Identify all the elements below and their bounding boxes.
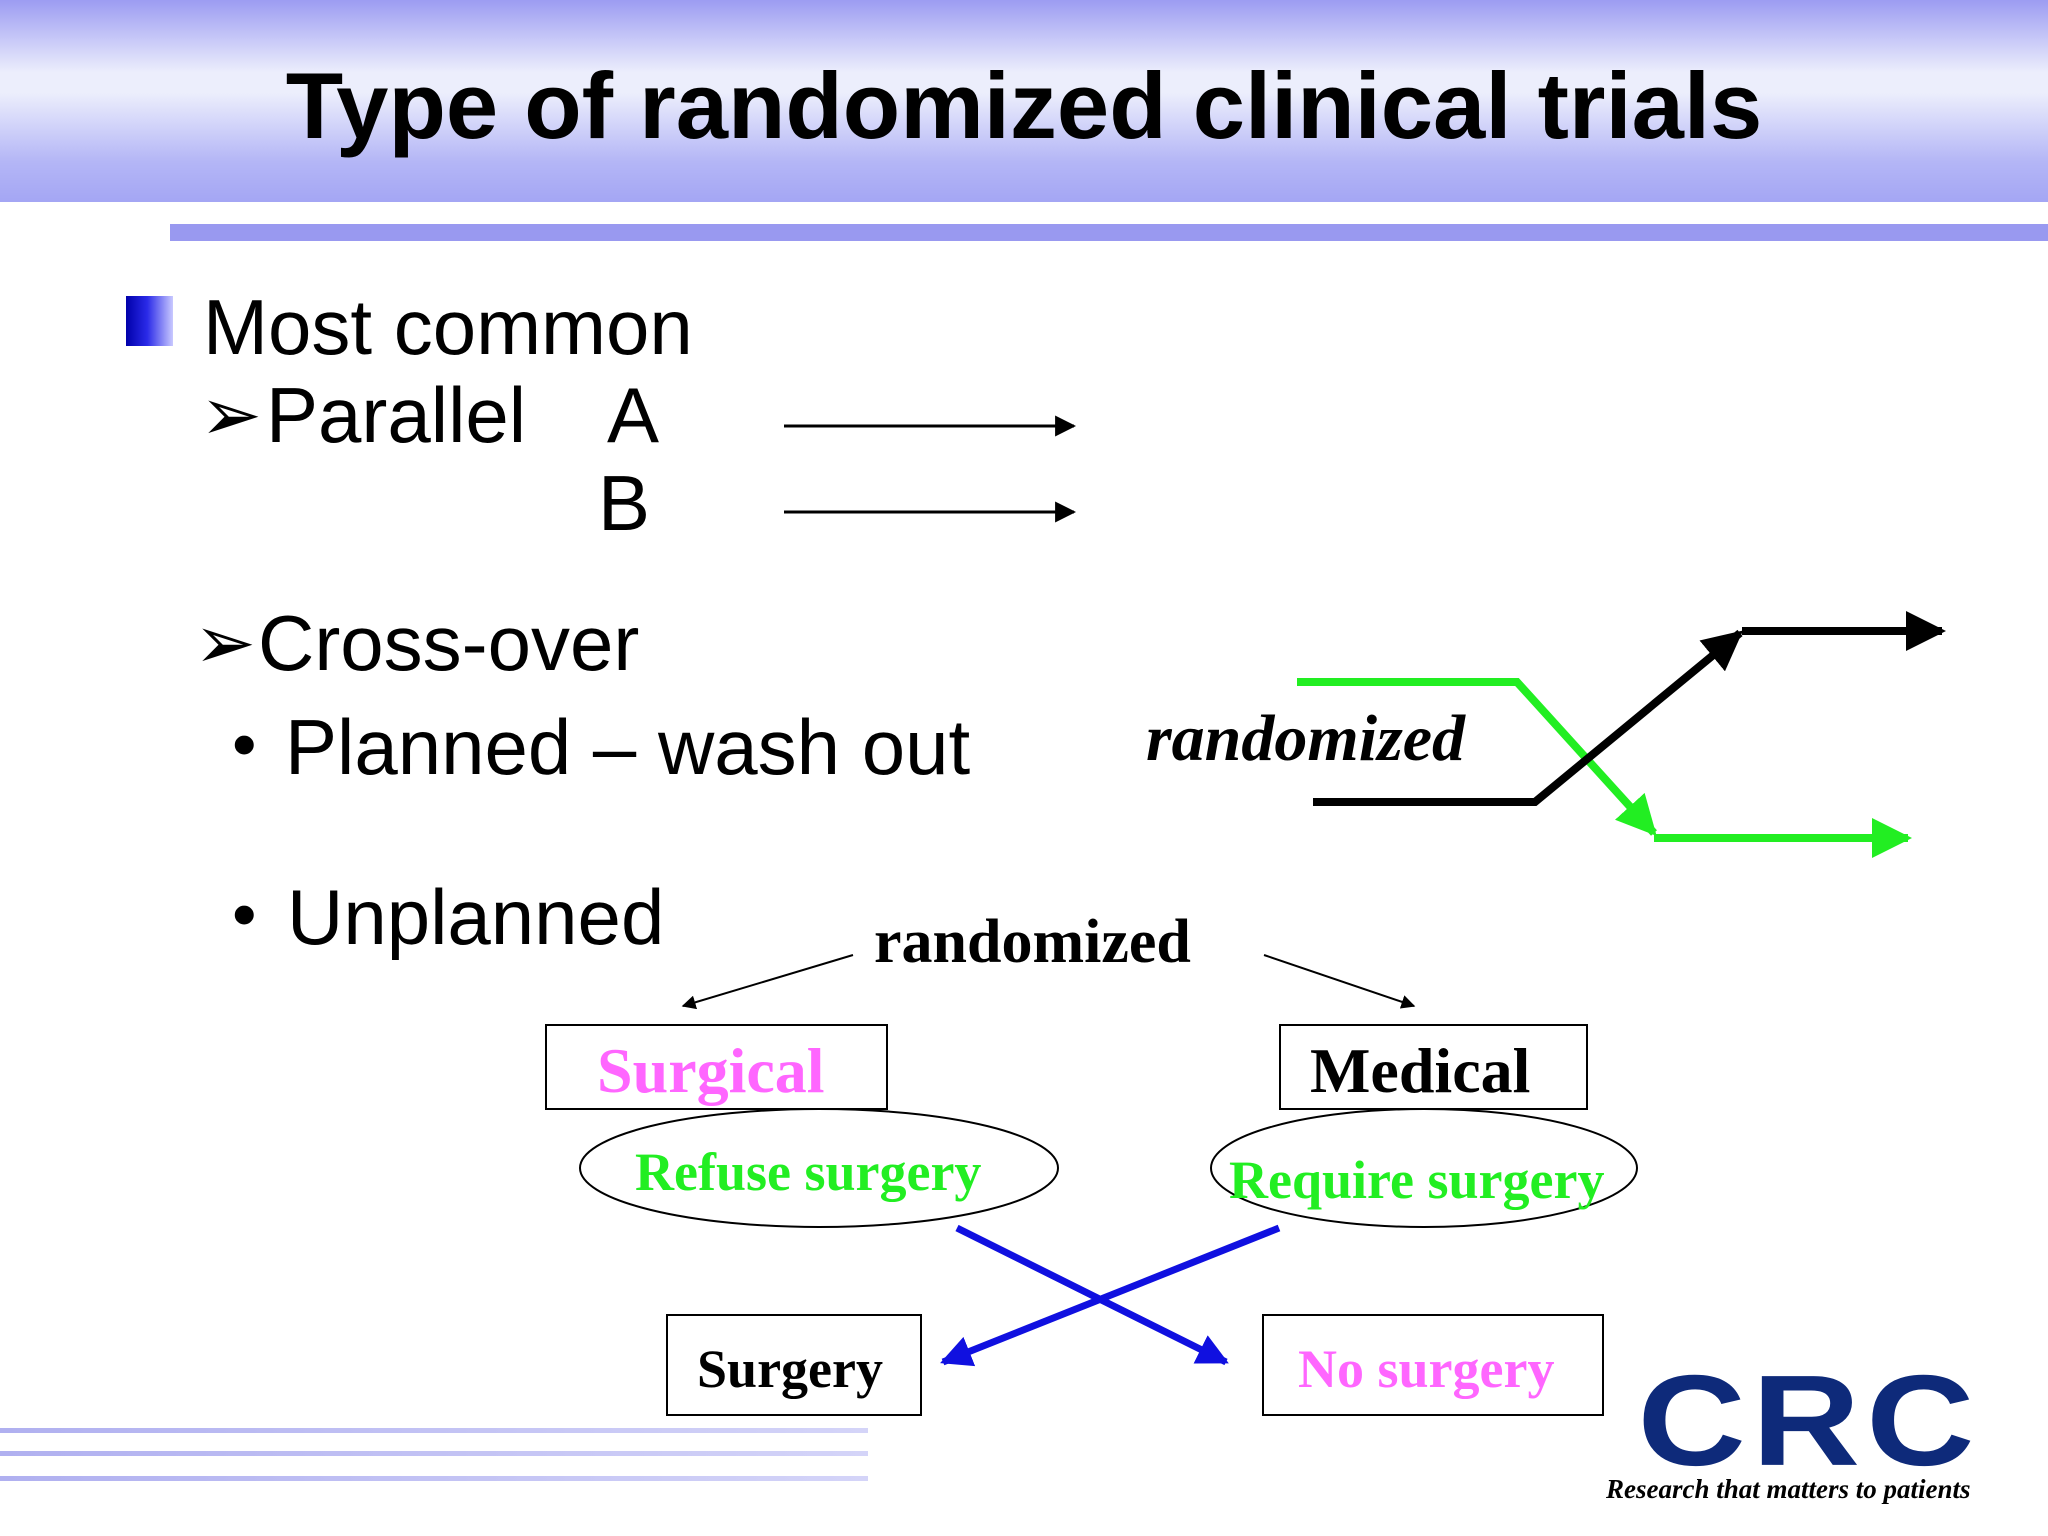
bullet-cross-over: Cross-over	[258, 599, 640, 687]
dot-bullet-icon: •	[232, 875, 257, 953]
crossover-black-path	[1313, 629, 1744, 806]
refuse-surgery-label: Refuse surgery	[635, 1142, 982, 1202]
crossover-randomized-label: randomized	[1146, 702, 1466, 775]
header-rule	[170, 224, 2048, 241]
bullet-parallel: Parallel	[266, 371, 527, 459]
surgery-box: Surgery	[666, 1314, 922, 1416]
require-surgery-label: Require surgery	[1229, 1150, 1605, 1210]
randomized-to-medical-arrow	[1263, 954, 1416, 1009]
randomized-to-surgical-arrow	[681, 954, 854, 1010]
bullet-unplanned: Unplanned	[287, 873, 665, 961]
footer-line	[0, 1451, 868, 1456]
medical-label: Medical	[1310, 1035, 1531, 1106]
arm-a-label: A	[607, 371, 660, 459]
medical-box: Medical	[1279, 1024, 1588, 1110]
blue-cross-arrow-to-no-surgery	[955, 1224, 1229, 1366]
surgical-box: Surgical	[545, 1024, 888, 1110]
arm-b-label: B	[598, 459, 651, 547]
no-surgery-box: No surgery	[1262, 1314, 1604, 1416]
no-surgery-label: No surgery	[1298, 1339, 1555, 1399]
slide-title: Type of randomized clinical trials	[285, 53, 1763, 158]
logo-tagline: Research that matters to patients	[1606, 1474, 1971, 1504]
crossover-green-path	[1297, 678, 1657, 836]
footer-line	[0, 1428, 868, 1433]
arrowhead-bullet-icon: ➢	[200, 373, 263, 456]
surgical-label: Surgical	[597, 1035, 825, 1106]
bullet-most-common: Most common	[203, 283, 693, 371]
crc-logo: CRC	[1637, 1347, 1981, 1493]
footer-line	[0, 1476, 868, 1481]
bullet-planned: Planned – wash out	[285, 703, 971, 791]
unplanned-randomized-label: randomized	[874, 908, 1191, 976]
header-band	[0, 0, 2048, 202]
arrowhead-bullet-icon: ➢	[194, 601, 257, 684]
blue-cross-arrow-to-surgery	[940, 1224, 1281, 1367]
surgery-label: Surgery	[697, 1339, 883, 1399]
square-bullet-icon	[126, 296, 173, 346]
dot-bullet-icon: •	[232, 705, 257, 783]
